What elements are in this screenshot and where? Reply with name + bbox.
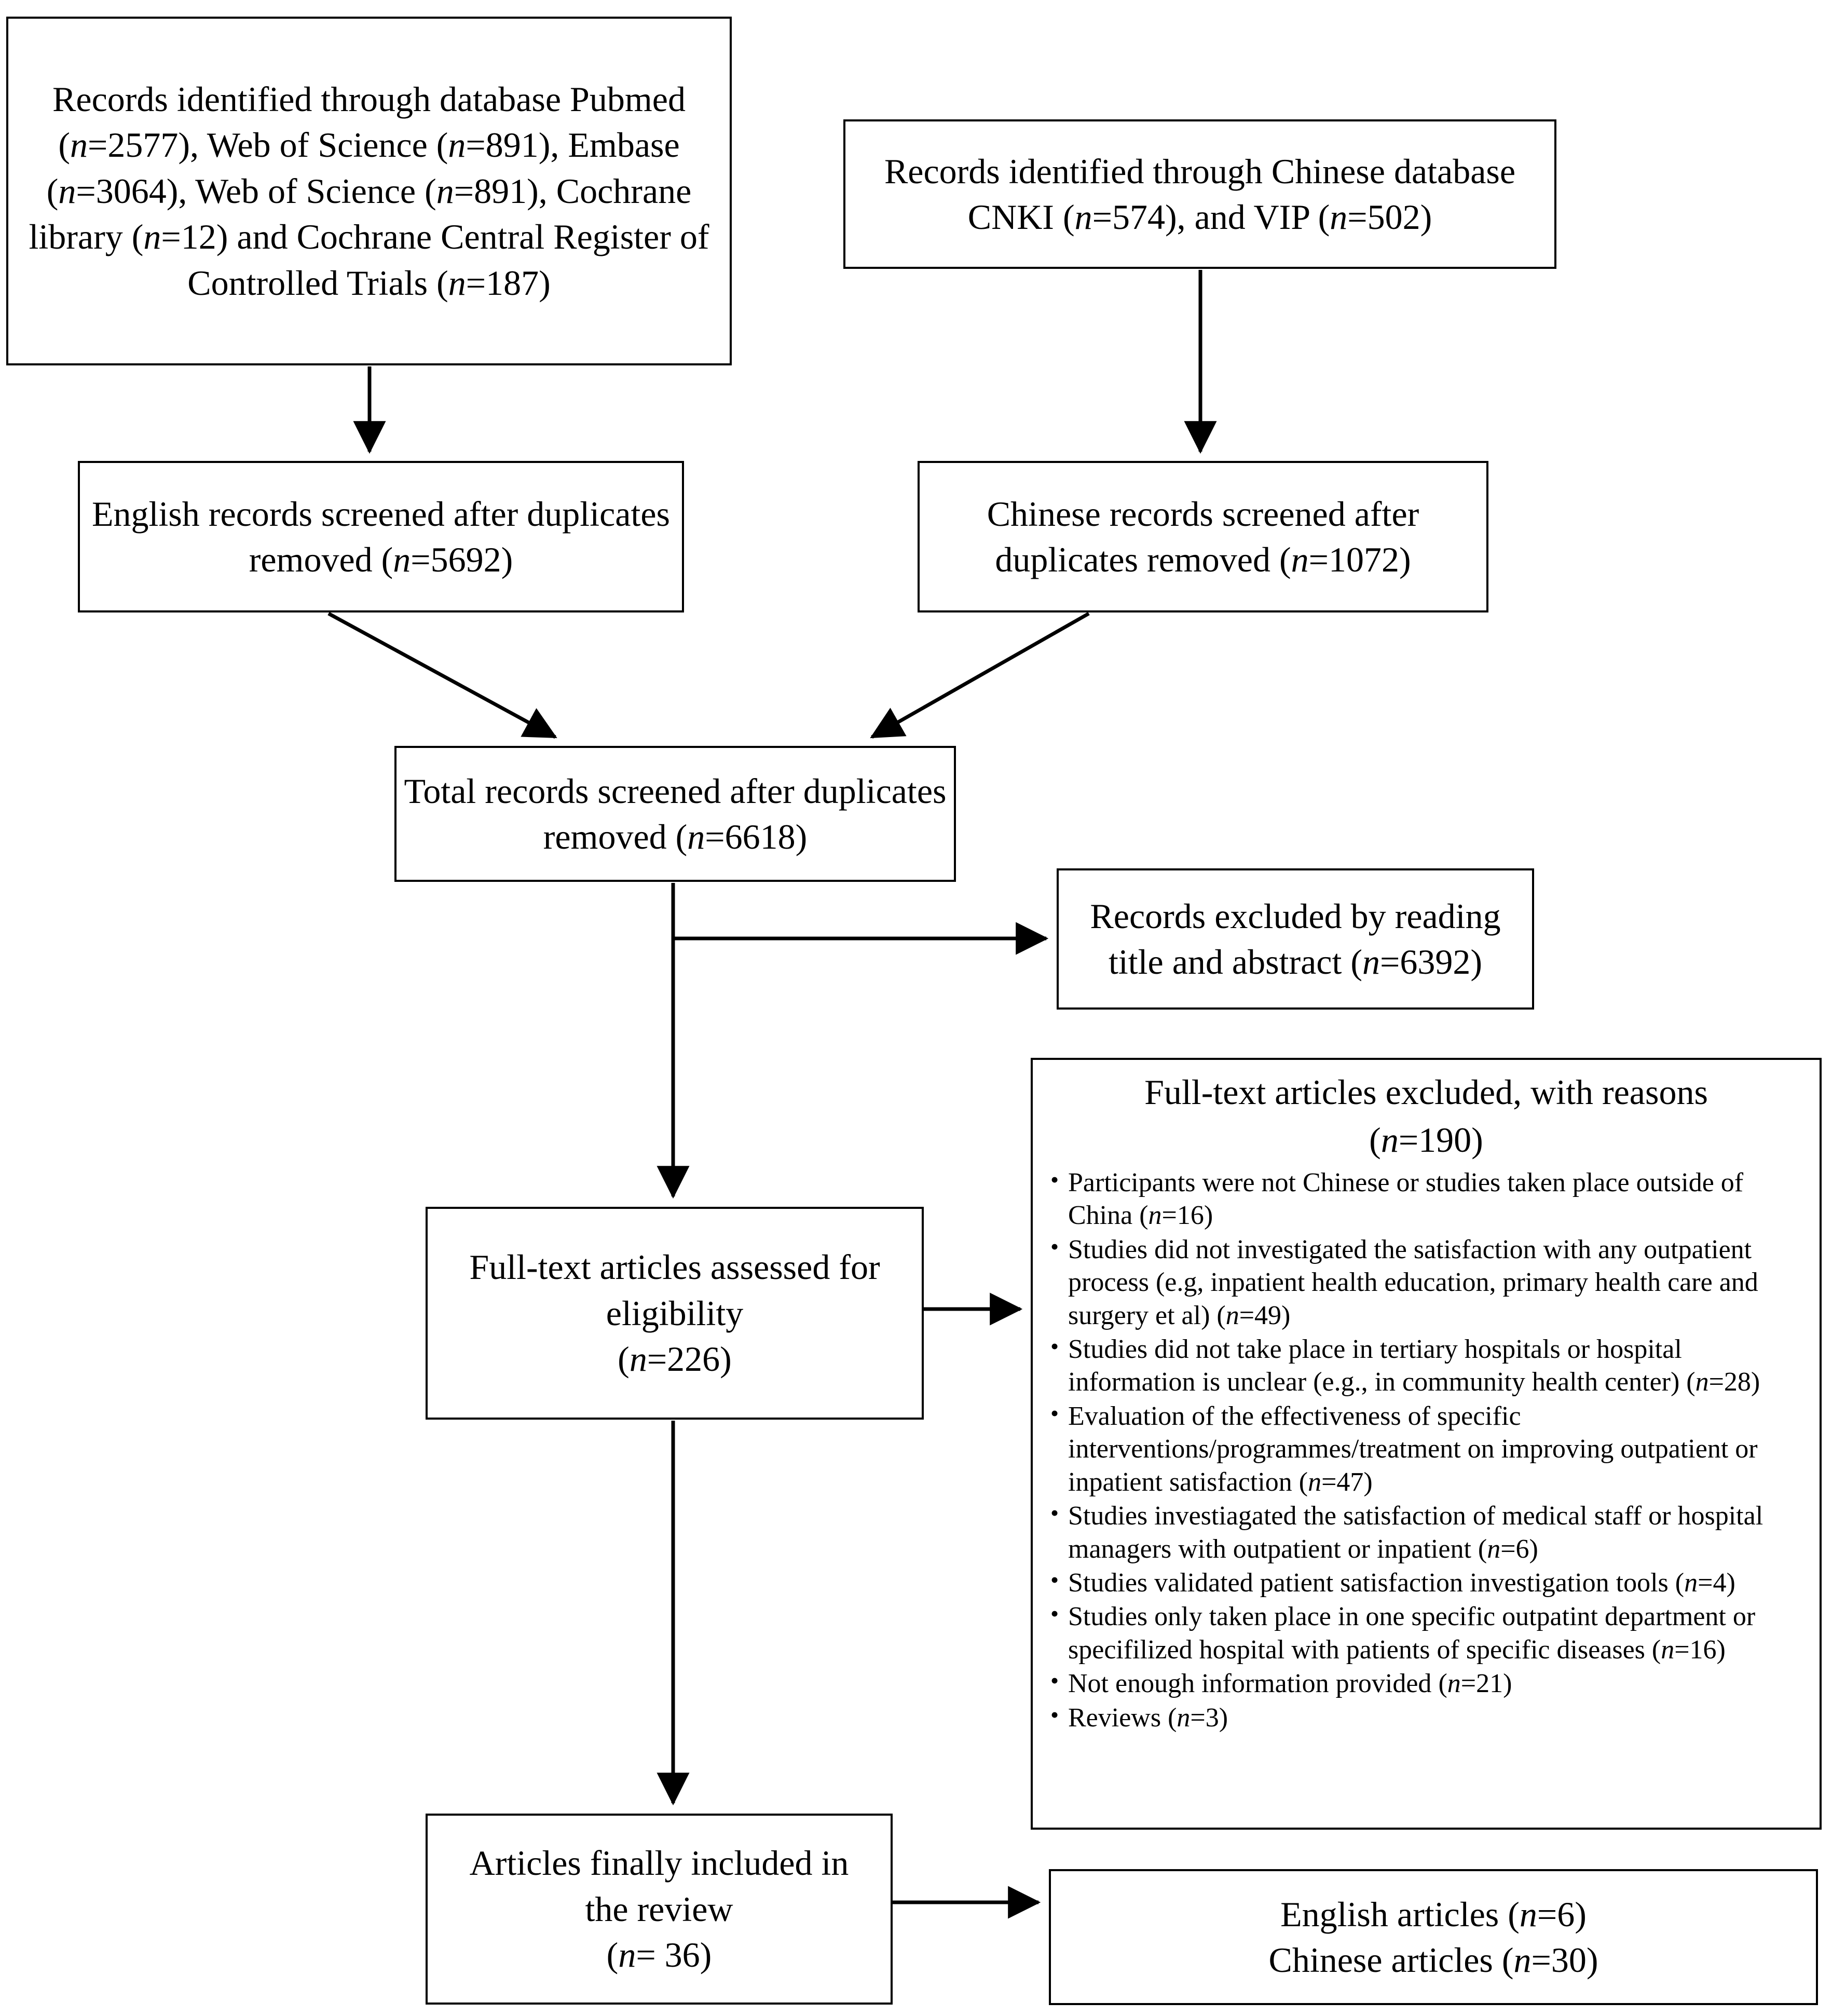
node-text: Total records screened after duplicates … [404, 771, 947, 856]
exclusion-reason-item: Studies did not take place in tertiary h… [1050, 1332, 1811, 1399]
exclusion-heading: Full-text articles excluded, with reason… [1144, 1072, 1708, 1112]
node-text: Records identified through database Pubm… [29, 79, 709, 303]
node-text-line2: Chinese articles (n=30) [1268, 1940, 1598, 1980]
node-articles-finally-included: Articles finally included in the review … [426, 1814, 893, 2005]
exclusion-reason-item: Studies validated patient satisfaction i… [1050, 1565, 1811, 1599]
exclusion-reason-item: Studies only taken place in one specific… [1050, 1599, 1811, 1666]
exclusion-count: (n=190) [1369, 1120, 1483, 1160]
node-text-line2: the review [585, 1889, 733, 1929]
node-fulltext-articles-assessed-for-eligibility: Full-text articles assessed for eligibil… [426, 1207, 924, 1420]
node-english-records-screened: English records screened after duplicate… [78, 461, 684, 612]
node-text: Chinese records screened after duplicate… [987, 494, 1419, 579]
node-records-identified-english-databases: Records identified through database Pubm… [6, 17, 732, 365]
exclusion-reason-item: Reviews (n=3) [1050, 1700, 1811, 1734]
node-fulltext-articles-excluded-with-reasons: Full-text articles excluded, with reason… [1031, 1058, 1822, 1830]
node-text-line1: Full-text articles assessed for [469, 1247, 880, 1287]
node-text: Records identified through Chinese datab… [884, 151, 1516, 237]
node-total-records-screened: Total records screened after duplicates … [394, 746, 956, 882]
node-text-line1: Articles finally included in [469, 1843, 849, 1883]
exclusion-reason-item: Evaluation of the effectiveness of speci… [1050, 1399, 1811, 1499]
exclusion-reason-item: Studies did not investigated the satisfa… [1050, 1232, 1811, 1332]
node-text-line1: English articles (n=6) [1280, 1894, 1587, 1934]
node-text-line3: (n=226) [618, 1339, 732, 1379]
edge-screened-chinese-to-total [870, 611, 1090, 739]
node-chinese-records-screened: Chinese records screened after duplicate… [918, 461, 1488, 612]
node-language-split-of-included-articles: English articles (n=6) Chinese articles … [1049, 1869, 1818, 2005]
exclusion-reason-item: Not enough information provided (n=21) [1050, 1666, 1811, 1700]
node-text: English records screened after duplicate… [92, 494, 670, 579]
exclusion-reason-item: Participants were not Chinese or studies… [1050, 1165, 1811, 1232]
node-records-excluded-title-abstract: Records excluded by reading title and ab… [1057, 868, 1534, 1010]
node-text: Records excluded by reading title and ab… [1090, 896, 1501, 982]
node-text-line2: eligibility [606, 1293, 744, 1333]
node-records-identified-chinese-databases: Records identified through Chinese datab… [843, 119, 1556, 269]
edge-screened-english-to-total [327, 611, 557, 739]
exclusion-reasons-list: Participants were not Chinese or studies… [1033, 1165, 1820, 1735]
exclusion-reason-item: Studies investiagated the satisfaction o… [1050, 1499, 1811, 1565]
node-text-line3: (n= 36) [606, 1935, 712, 1975]
